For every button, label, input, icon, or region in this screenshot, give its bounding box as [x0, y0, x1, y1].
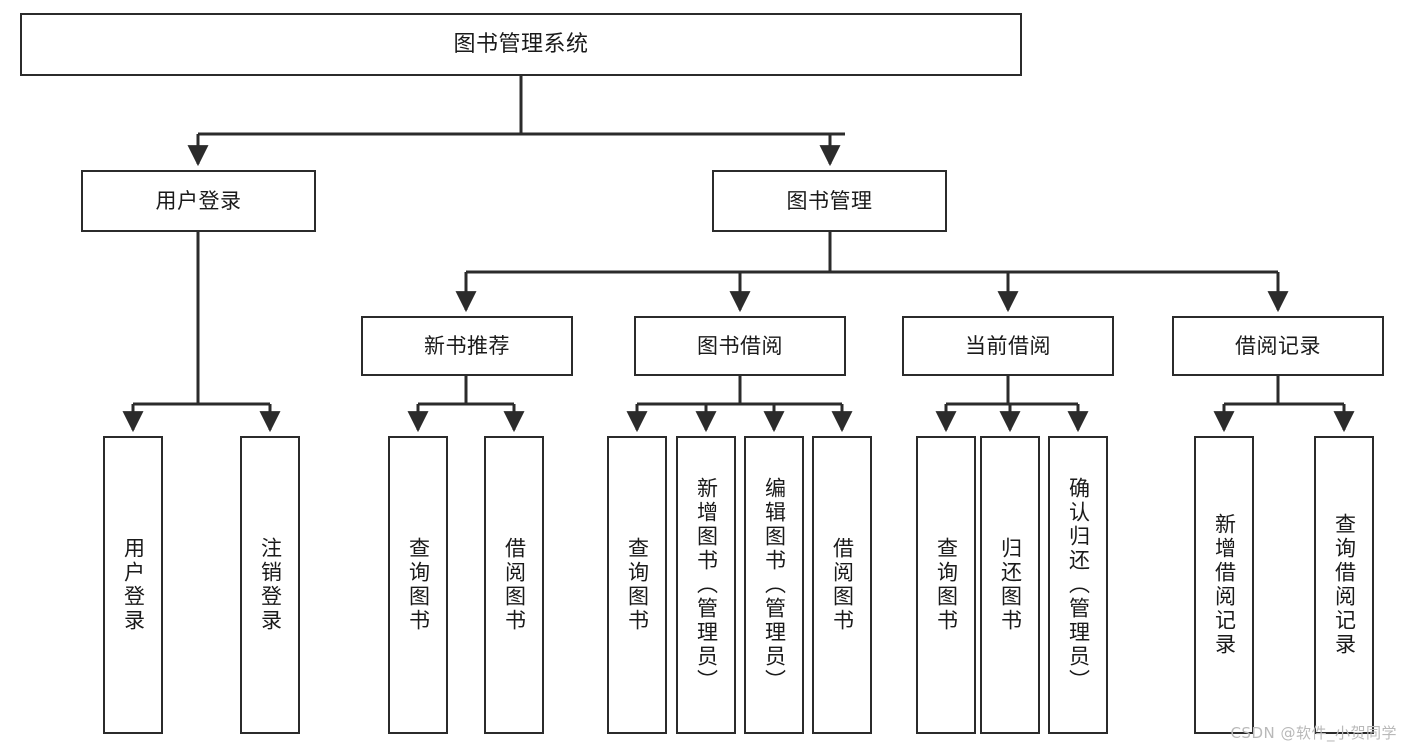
leaf-newbook-query-book-label: 查询图书 — [406, 537, 431, 633]
leaf-borrow-edit-book[interactable]: 编辑图书（管理员） — [744, 436, 804, 734]
leaf-records-add-record[interactable]: 新增借阅记录 — [1194, 436, 1254, 734]
leaf-borrow-edit-book-label: 编辑图书（管理员） — [762, 477, 787, 693]
node-book-borrow[interactable]: 图书借阅 — [634, 316, 846, 376]
node-current-borrow[interactable]: 当前借阅 — [902, 316, 1114, 376]
leaf-current-query-book-label: 查询图书 — [934, 537, 959, 633]
leaf-borrow-query-book[interactable]: 查询图书 — [607, 436, 667, 734]
leaf-user-login-label: 用户登录 — [121, 537, 146, 633]
leaf-current-query-book[interactable]: 查询图书 — [916, 436, 976, 734]
leaf-records-add-record-label: 新增借阅记录 — [1212, 513, 1237, 657]
leaf-borrow-query-book-label: 查询图书 — [625, 537, 650, 633]
leaf-logout[interactable]: 注销登录 — [240, 436, 300, 734]
leaf-borrow-add-book[interactable]: 新增图书（管理员） — [676, 436, 736, 734]
leaf-current-confirm-return[interactable]: 确认归还（管理员） — [1048, 436, 1108, 734]
node-new-book-recommend[interactable]: 新书推荐 — [361, 316, 573, 376]
leaf-records-query-record[interactable]: 查询借阅记录 — [1314, 436, 1374, 734]
node-root[interactable]: 图书管理系统 — [20, 13, 1022, 76]
leaf-newbook-query-book[interactable]: 查询图书 — [388, 436, 448, 734]
leaf-newbook-borrow-book[interactable]: 借阅图书 — [484, 436, 544, 734]
leaf-current-return-book-label: 归还图书 — [998, 537, 1023, 633]
leaf-newbook-borrow-book-label: 借阅图书 — [502, 537, 527, 633]
node-book-management-label: 图书管理 — [786, 188, 873, 213]
node-root-label: 图书管理系统 — [453, 31, 589, 57]
node-user-login-label: 用户登录 — [155, 188, 242, 213]
leaf-borrow-add-book-label: 新增图书（管理员） — [694, 477, 719, 693]
watermark: CSDN @软件_小贺同学 — [1230, 724, 1397, 742]
leaf-current-confirm-return-label: 确认归还（管理员） — [1066, 477, 1091, 693]
node-borrow-records[interactable]: 借阅记录 — [1172, 316, 1384, 376]
leaf-borrow-borrow-book-label: 借阅图书 — [830, 537, 855, 633]
node-user-login[interactable]: 用户登录 — [81, 170, 316, 232]
leaf-logout-label: 注销登录 — [258, 537, 283, 633]
leaf-borrow-borrow-book[interactable]: 借阅图书 — [812, 436, 872, 734]
leaf-current-return-book[interactable]: 归还图书 — [980, 436, 1040, 734]
node-book-borrow-label: 图书借阅 — [697, 333, 783, 358]
leaf-records-query-record-label: 查询借阅记录 — [1332, 513, 1357, 657]
node-book-management[interactable]: 图书管理 — [712, 170, 947, 232]
leaf-user-login[interactable]: 用户登录 — [103, 436, 163, 734]
node-borrow-records-label: 借阅记录 — [1235, 333, 1321, 358]
node-current-borrow-label: 当前借阅 — [965, 333, 1051, 358]
node-new-book-recommend-label: 新书推荐 — [424, 333, 510, 358]
